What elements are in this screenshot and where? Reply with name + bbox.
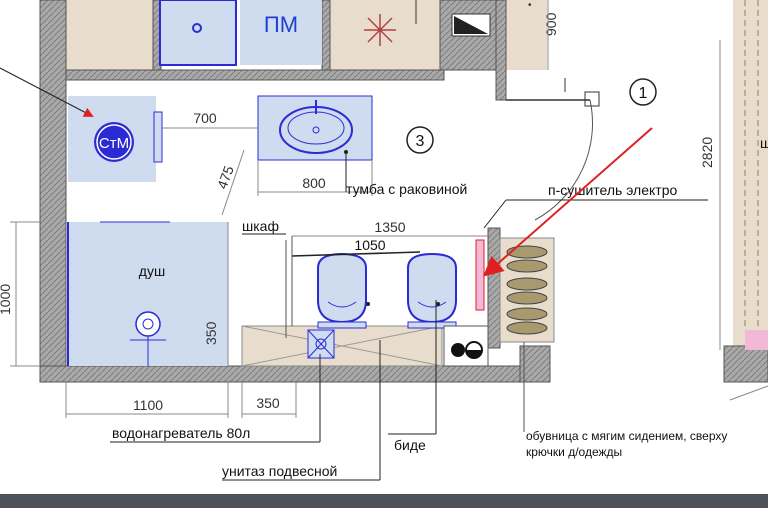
edge-char: ш <box>760 135 768 151</box>
dim-1350: 1350 <box>374 219 405 235</box>
bidet-seat <box>417 301 447 308</box>
door-number-circle <box>629 78 657 106</box>
wall-bottom <box>39 365 521 383</box>
toilet-tank <box>317 321 367 329</box>
boiler-knob <box>451 343 465 357</box>
stm-label: СтМ <box>99 135 129 152</box>
shoe-label-1: обувница с мягим сидением, сверху <box>526 429 727 443</box>
bidet-tank <box>407 321 457 329</box>
door-handle <box>584 91 600 107</box>
box-cross-2 <box>241 325 443 367</box>
beige-area-left <box>66 0 154 70</box>
room-number-circle <box>406 126 434 154</box>
stm-ring <box>96 124 132 160</box>
towel-dryer <box>475 239 485 311</box>
wardrobe-label: шкаф <box>242 218 279 234</box>
leader-sink-dot <box>344 150 348 154</box>
dim-line-475 <box>221 149 245 216</box>
leader-towel <box>483 199 507 229</box>
wall-right-bottom <box>519 345 551 383</box>
sink-cabinet-label: тумба с раковиной <box>346 181 467 197</box>
dim-1100: 1100 <box>133 397 163 413</box>
bottom-bar <box>0 494 768 508</box>
dim-line-1050 <box>291 251 421 257</box>
pm-label: ПМ <box>264 12 298 37</box>
pink-block <box>745 330 768 350</box>
dim-700: 700 <box>193 110 217 126</box>
towel-dryer-label: п-сушитель электро <box>548 182 677 198</box>
panel-triangle <box>454 16 488 34</box>
bidet-bowl <box>407 252 457 324</box>
sink-drain-icon <box>312 126 320 134</box>
wall-far-right-bottom <box>723 345 768 383</box>
dim-350-h: 350 <box>256 395 280 411</box>
shoe-label-2: крючки д/одежды <box>526 445 622 459</box>
right-dot: • <box>528 0 532 11</box>
shower-drain-inner <box>142 318 154 330</box>
water-heater-label: водонагреватель 80л <box>112 425 250 441</box>
stm-circle <box>94 122 134 162</box>
wall-left <box>39 0 67 383</box>
dim-2820: 2820 <box>699 137 715 168</box>
wh-circle <box>315 338 327 350</box>
dim-900: 900 <box>543 12 559 36</box>
snowflake-icon <box>364 14 396 46</box>
dim-1050: 1050 <box>354 237 385 253</box>
dim-1000: 1000 <box>0 284 13 315</box>
toilet-bowl <box>317 252 367 324</box>
toilet-label: унитаз подвесной <box>222 463 337 479</box>
boiler-dial-half <box>466 350 482 358</box>
door-swing-arc <box>534 99 593 221</box>
shower-label: душ <box>139 263 165 279</box>
wall-top-partition <box>65 69 445 81</box>
bidet-dot <box>436 302 440 306</box>
drain-icon <box>192 23 202 33</box>
toilet-seat <box>327 301 357 308</box>
door-number: 1 <box>639 85 648 102</box>
wall-right-small <box>487 227 501 349</box>
wh-cross-2 <box>307 329 335 359</box>
leader-stm <box>0 67 94 117</box>
shoes-group <box>506 245 548 335</box>
dim-corner-right <box>729 385 768 401</box>
dim-800: 800 <box>302 175 326 191</box>
bathtub-top <box>159 0 237 66</box>
red-arrow <box>482 127 653 277</box>
beige-area-far-right <box>733 0 768 360</box>
bidet-label: биде <box>394 437 426 453</box>
wall-stub-2 <box>321 0 331 71</box>
toilet-dot <box>366 302 370 306</box>
washing-machine-side <box>153 111 163 163</box>
room-number: 3 <box>416 133 425 150</box>
washer-box <box>240 0 322 65</box>
dim-475: 475 <box>214 163 237 191</box>
dim-350-v: 350 <box>203 321 219 345</box>
shower-drain-icon <box>135 311 161 337</box>
wall-right-top <box>495 0 507 101</box>
